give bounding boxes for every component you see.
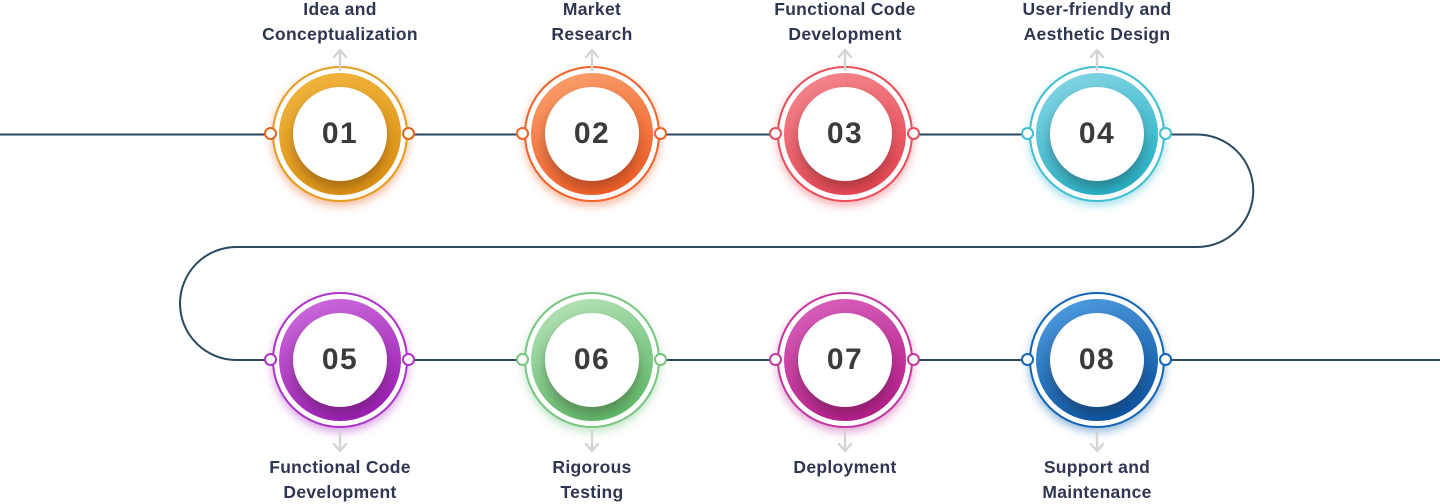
arrow-part: [1089, 48, 1105, 59]
connector-dot-left: [1021, 353, 1034, 366]
connector-path: [0, 133, 1440, 361]
step-donut-ring: 05: [279, 299, 401, 421]
connector-dot-right: [654, 127, 667, 140]
connector-dot-left: [264, 127, 277, 140]
step-inner-circle: 04: [1050, 87, 1144, 181]
step-donut-ring: 06: [531, 299, 653, 421]
step-number: 04: [1078, 117, 1116, 150]
step-number: 02: [573, 117, 611, 150]
arrow-part: [332, 442, 348, 453]
connector-dot-left: [264, 353, 277, 366]
step-label-line: Rigorous: [552, 457, 632, 477]
step-circle-06: 06: [516, 290, 667, 430]
connector-dot-right: [1159, 353, 1172, 366]
step-label-line: Support and: [1043, 457, 1151, 477]
arrow-up-icon: [837, 48, 853, 72]
step-inner-circle: 08: [1050, 313, 1144, 407]
step-label-line: User-friendly and: [1022, 0, 1172, 19]
step-number: 06: [573, 343, 611, 376]
step-donut-ring: 04: [1036, 73, 1158, 195]
step-number: 01: [321, 117, 359, 150]
step-outer-ring: 08: [1029, 292, 1165, 428]
step-donut-ring: 07: [784, 299, 906, 421]
step-label-line: Functional Code: [269, 457, 411, 477]
step-label-line: Maintenance: [1042, 482, 1152, 502]
arrow-down-icon: [1089, 429, 1105, 453]
step-inner-circle: 02: [545, 87, 639, 181]
arrow-part: [332, 48, 348, 59]
step-label-line: Testing: [560, 482, 624, 502]
connector-dot-right: [654, 353, 667, 366]
connector-dot-right: [907, 353, 920, 366]
connector-dot-right: [907, 127, 920, 140]
step-inner-circle: 06: [545, 313, 639, 407]
step-label-line: Research: [551, 24, 633, 44]
step-label-line: Development: [788, 24, 902, 44]
arrow-down-icon: [332, 429, 348, 453]
arrow-up-icon: [584, 48, 600, 72]
arrow-up-icon: [1089, 48, 1105, 72]
step-circle-01: 01: [264, 64, 415, 204]
step-circle-04: 04: [1021, 64, 1172, 204]
step-inner-circle: 01: [293, 87, 387, 181]
step-circle-03: 03: [769, 64, 920, 204]
connector-dot-left: [516, 127, 529, 140]
connector-dot-right: [402, 353, 415, 366]
arrow-part: [584, 442, 600, 453]
step-label-line: Market: [562, 0, 622, 19]
step-outer-ring: 04: [1029, 66, 1165, 202]
arrow-down-icon: [584, 429, 600, 453]
step-number: 07: [826, 343, 864, 376]
connector-dot-left: [769, 353, 782, 366]
step-inner-circle: 05: [293, 313, 387, 407]
step-inner-circle: 07: [798, 313, 892, 407]
connector-dot-left: [1021, 127, 1034, 140]
connector-dot-right: [402, 127, 415, 140]
step-circle-07: 07: [769, 290, 920, 430]
connector-dot-left: [769, 127, 782, 140]
step-inner-circle: 03: [798, 87, 892, 181]
step-donut-ring: 01: [279, 73, 401, 195]
connector-dot-right: [1159, 127, 1172, 140]
step-circle-02: 02: [516, 64, 667, 204]
step-label-line: Development: [283, 482, 397, 502]
step-donut-ring: 08: [1036, 299, 1158, 421]
arrow-part: [837, 48, 853, 59]
arrow-part: [1089, 442, 1105, 453]
step-outer-ring: 03: [777, 66, 913, 202]
step-outer-ring: 07: [777, 292, 913, 428]
step-number: 08: [1078, 343, 1116, 376]
step-outer-ring: 02: [524, 66, 660, 202]
step-circle-05: 05: [264, 290, 415, 430]
step-label-line: Functional Code: [774, 0, 916, 19]
step-label-07: Deployment: [705, 455, 985, 480]
step-label-line: Deployment: [793, 457, 897, 477]
step-circle-08: 08: [1021, 290, 1172, 430]
arrow-part: [837, 442, 853, 453]
arrow-up-icon: [332, 48, 348, 72]
step-donut-ring: 03: [784, 73, 906, 195]
step-label-line: Aesthetic Design: [1023, 24, 1171, 44]
step-number: 03: [826, 117, 864, 150]
arrow-down-icon: [837, 429, 853, 453]
step-donut-ring: 02: [531, 73, 653, 195]
step-label-line: Idea and: [303, 0, 377, 19]
step-label-line: Conceptualization: [262, 24, 418, 44]
step-outer-ring: 01: [272, 66, 408, 202]
connector-dot-left: [516, 353, 529, 366]
step-outer-ring: 05: [272, 292, 408, 428]
step-number: 05: [321, 343, 359, 376]
arrow-part: [584, 48, 600, 59]
step-outer-ring: 06: [524, 292, 660, 428]
